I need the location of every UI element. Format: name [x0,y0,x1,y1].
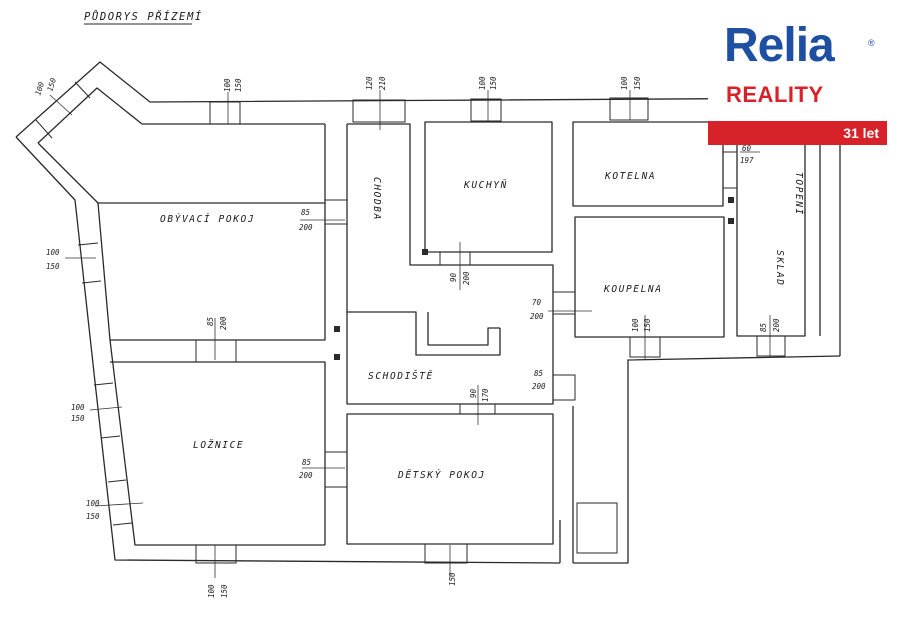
logo-brand: Relia [724,19,835,72]
dim-left3-a: 100 [86,499,100,508]
dim-koup-door-b: 200 [530,312,544,321]
room-label-loznice: LOŽNICE [193,439,244,451]
room-label-sklad: SKLAD [774,250,785,287]
small-box [576,502,618,554]
dim-kuch-door-b: 200 [462,271,471,285]
dim-det-door-b: 170 [481,388,490,402]
dim-left1-b: 150 [46,262,60,271]
dim-koup-win-a: 100 [631,318,640,332]
room-label-koupelna: KOUPELNA [603,284,663,295]
dim-top1-b: 150 [234,78,243,92]
dim-koup-win-b: 150 [643,318,652,332]
dim-obyv-bottom-a: 85 [206,316,215,326]
dim-top2-a: 120 [365,76,374,90]
dimension-labels: 100 150 100 150 120 210 100 150 100 150 … [33,76,781,598]
dim-lozn-door-b: 200 [299,471,313,480]
dim-left3-b: 150 [86,512,100,521]
dim-top1-a: 100 [223,78,232,92]
dim-lozn-door-a: 85 [302,458,312,467]
dim-obyv-bottom-b: 200 [219,316,228,330]
dimension-leaders [49,90,771,578]
room-label-topeni: TOPENÍ [793,172,805,216]
dim-bottom2: 150 [448,572,457,586]
room-label-chodba: CHODBA [371,177,382,221]
dim-det-door-a: 90 [469,388,478,398]
dim-kuch-door-a: 90 [449,272,458,282]
plan-title: PŮDORYS PŘÍZEMÍ [84,10,203,23]
room-label-kuchyn: KUCHYŇ [463,179,508,191]
logo-red-band: 31 let [708,121,887,145]
dim-corner-b: 150 [45,76,58,92]
dim-obyv-door-b: 200 [299,223,313,232]
dim-obyv-door-a: 85 [301,208,311,217]
openings [35,81,786,564]
dim-top2-b: 210 [378,76,387,90]
dim-kotel-b: 197 [740,156,754,165]
logo-subtitle: REALITY [726,82,824,107]
room-label-detsky: DĚTSKÝ POKOJ [397,469,486,481]
dim-schod-b: 200 [532,382,546,391]
dim-top4-b: 150 [633,76,642,90]
dim-sklad-a: 85 [759,322,768,332]
room-label-obyvaci: OBÝVACÍ POKOJ [160,213,255,225]
dim-schod-a: 85 [534,369,544,378]
dim-left2-b: 150 [71,414,85,423]
dim-left1-a: 100 [46,248,60,257]
logo-registered-mark: ® [868,38,875,48]
dim-bottom1-b: 150 [220,584,229,598]
room-label-kotelna: KOTELNA [604,171,656,182]
logo-years: 31 let [843,125,879,141]
dim-top3-b: 150 [489,76,498,90]
relia-reality-logo: Relia ® REALITY 31 let [708,10,887,145]
dim-bottom1-a: 100 [207,584,216,598]
dim-corner-a: 100 [33,80,46,96]
logo-white-area: Relia ® REALITY [708,10,887,121]
room-label-schodiste: SCHODIŠTĚ [368,370,434,382]
dim-koup-door-a: 70 [532,298,542,307]
dim-sklad-b: 200 [772,318,781,332]
dim-kotel-a: 60 [742,144,752,153]
dim-top3-a: 100 [478,76,487,90]
dim-left2-a: 100 [71,403,85,412]
dim-top4-a: 100 [620,76,629,90]
